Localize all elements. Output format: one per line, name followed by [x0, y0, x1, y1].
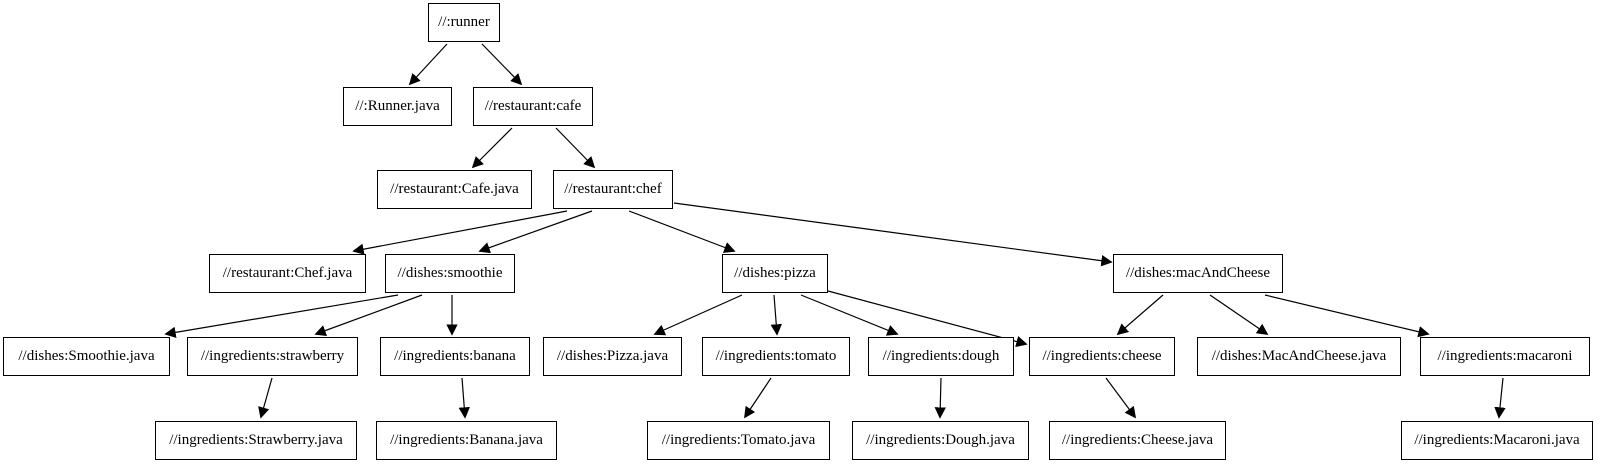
edge-cafe-to-chef	[555, 127, 596, 169]
edge-chef-to-pizza	[628, 210, 736, 253]
graph-node-smoothie: //dishes:smoothie	[385, 254, 515, 293]
edge-pizza-to-cheese	[827, 290, 1028, 348]
graph-node-tomato: //ingredients:tomato	[702, 337, 850, 376]
graph-node-runner: //:runner	[428, 3, 500, 42]
graph-node-banana: //ingredients:banana	[380, 337, 530, 376]
edge-cheese-to-cheese-java	[1105, 377, 1137, 419]
graph-node-mac-and-cheese-java: //dishes:MacAndCheese.java	[1197, 337, 1401, 376]
edge-runner-to-cafe	[481, 43, 523, 86]
graph-node-dough-java: //ingredients:Dough.java	[852, 421, 1029, 460]
graph-node-smoothie-java: //dishes:Smoothie.java	[3, 337, 170, 376]
graph-node-cafe: //restaurant:cafe	[473, 87, 593, 126]
edge-smoothie-to-strawberry	[314, 294, 423, 337]
graph-node-pizza-java: //dishes:Pizza.java	[543, 337, 682, 376]
edge-pizza-to-dough	[800, 294, 899, 336]
edge-runner-to-runner-java	[408, 43, 448, 86]
edge-smoothie-to-smoothie-java	[164, 294, 399, 339]
graph-node-chef-java: //restaurant:Chef.java	[209, 254, 366, 293]
edge-mac-and-cheese-to-cheese	[1116, 294, 1164, 336]
edge-mac-and-cheese-to-macaroni	[1264, 294, 1430, 338]
edge-chef-to-chef-java	[352, 210, 568, 255]
edge-banana-to-banana-java	[458, 377, 470, 419]
graph-node-cheese-java: //ingredients:Cheese.java	[1049, 421, 1226, 460]
graph-node-runner-java: //:Runner.java	[343, 87, 452, 126]
graph-node-dough: //ingredients:dough	[868, 337, 1014, 376]
edge-pizza-to-pizza-java	[653, 294, 743, 336]
graph-node-macaroni: //ingredients:macaroni	[1420, 337, 1590, 376]
graph-node-macaroni-java: //ingredients:Macaroni.java	[1401, 421, 1593, 460]
edge-dough-to-dough-java	[934, 377, 946, 419]
graph-node-cheese: //ingredients:cheese	[1029, 337, 1175, 376]
graph-node-mac-and-cheese: //dishes:macAndCheese	[1113, 254, 1283, 293]
graph-node-strawberry-java: //ingredients:Strawberry.java	[155, 421, 357, 460]
edge-tomato-to-tomato-java	[744, 377, 772, 419]
graph-node-strawberry: //ingredients:strawberry	[187, 337, 358, 376]
graph-node-tomato-java: //ingredients:Tomato.java	[647, 421, 830, 460]
edge-chef-to-smoothie	[478, 210, 593, 254]
edge-macaroni-to-macaroni-java	[1494, 377, 1506, 419]
graph-node-cafe-java: //restaurant:Cafe.java	[377, 170, 532, 209]
graph-node-pizza: //dishes:pizza	[722, 254, 828, 293]
edge-chef-to-mac-and-cheese	[673, 202, 1113, 267]
edge-mac-and-cheese-to-mac-and-cheese-java	[1209, 294, 1269, 335]
graph-node-chef: //restaurant:chef	[553, 170, 673, 209]
edge-strawberry-to-strawberry-java	[258, 377, 273, 419]
edge-cafe-to-cafe-java	[471, 127, 513, 169]
edge-pizza-to-tomato	[770, 294, 782, 336]
graph-node-banana-java: //ingredients:Banana.java	[376, 421, 557, 460]
